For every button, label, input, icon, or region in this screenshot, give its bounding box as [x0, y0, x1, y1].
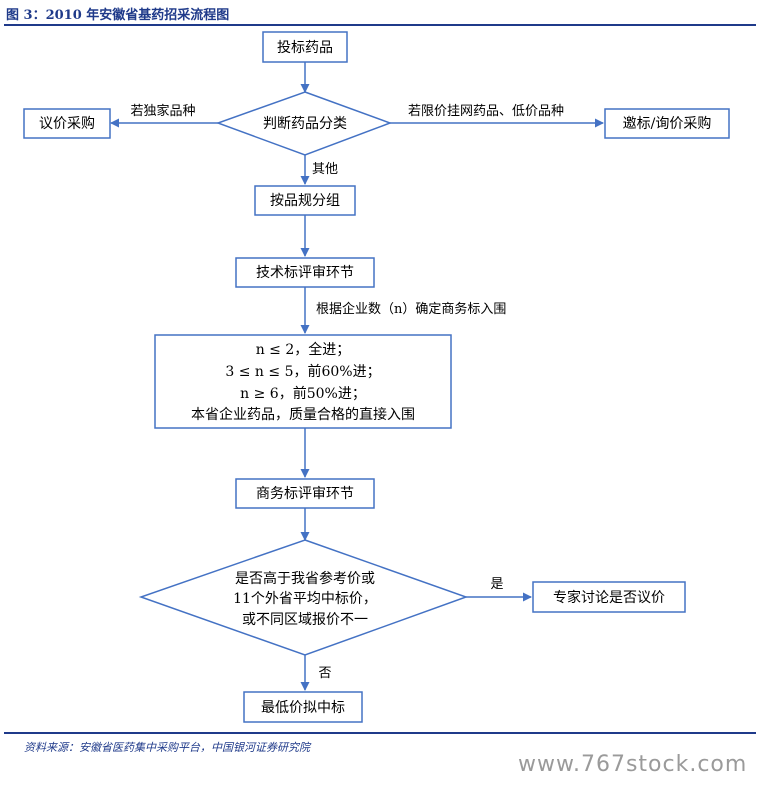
- node-rules-line-4: 本省企业药品，质量合格的直接入围: [191, 406, 415, 423]
- node-tech-review: [235, 257, 375, 288]
- node-price-check-diamond: [138, 539, 469, 656]
- node-price-check-line-2: 11个外省平均中标价，: [233, 591, 377, 607]
- node-rules: [154, 334, 452, 429]
- edge-label-no: 否: [318, 666, 331, 681]
- node-group-by-spec-label: 按品规分组: [270, 193, 340, 209]
- top-rule: [4, 24, 756, 26]
- node-price-check-line-1: 是否高于我省参考价或: [235, 570, 375, 587]
- node-rules-line-1: n ≤ 2，全进；: [256, 341, 351, 358]
- edge-label-other: 其他: [312, 162, 338, 177]
- node-negotiate: [23, 108, 111, 139]
- node-invite-inquiry: [604, 108, 730, 139]
- source-note: 资料来源：安徽省医药集中采购平台，中国银河证券研究院: [24, 741, 310, 754]
- bottom-rule: [4, 732, 756, 734]
- node-price-check-line-3: 或不同区域报价不一: [242, 612, 368, 628]
- node-biz-review-label: 商务标评审环节: [256, 486, 354, 502]
- node-rules-line-3: n ≥ 6，前50%进；: [240, 385, 366, 402]
- node-expert: [532, 581, 686, 613]
- edge-label-yes: 是: [490, 577, 503, 592]
- edge-label-exclusive: 若独家品种: [130, 103, 195, 119]
- node-group-by-spec: [254, 185, 356, 216]
- node-bid-drugs-label: 投标药品: [277, 40, 333, 56]
- node-classify-label: 判断药品分类: [263, 116, 347, 132]
- node-negotiate-label: 议价采购: [39, 116, 95, 132]
- node-bid-drugs: [262, 31, 348, 63]
- node-expert-label: 专家讨论是否议价: [553, 589, 665, 606]
- node-invite-inquiry-label: 邀标/询价采购: [623, 116, 712, 132]
- node-rules-line-2: 3 ≤ n ≤ 5，前60%进；: [225, 363, 380, 380]
- node-classify-diamond: [215, 91, 393, 156]
- node-biz-review: [235, 478, 375, 509]
- node-lowest-price-label: 最低价拟中标: [261, 700, 345, 716]
- figure-title: 图 3：2010 年安徽省基药招采流程图: [6, 8, 230, 23]
- edge-label-limited-price: 若限价挂网药品、低价品种: [408, 103, 564, 119]
- node-lowest-price: [243, 691, 363, 723]
- edge-label-by-count: 根据企业数（n）确定商务标入围: [316, 301, 506, 317]
- node-tech-review-label: 技术标评审环节: [256, 265, 354, 281]
- watermark: www.767stock.com: [518, 752, 748, 777]
